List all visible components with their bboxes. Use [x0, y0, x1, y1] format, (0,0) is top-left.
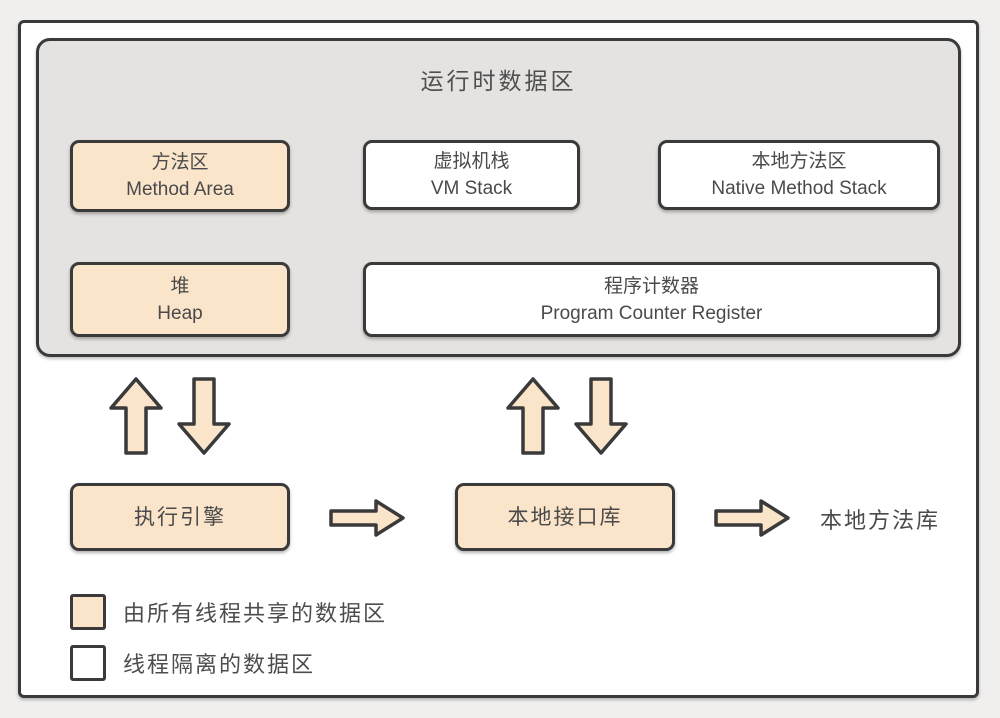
- node-native-method-stack: 本地方法区 Native Method Stack: [658, 140, 940, 210]
- node-native-interface-library: 本地接口库: [455, 483, 675, 551]
- native-method-stack-label-zh: 本地方法区: [751, 151, 847, 172]
- legend-item-shared: 由所有线程共享的数据区: [70, 594, 387, 630]
- shared-swatch-icon: [70, 594, 106, 630]
- pc-register-label-en: Program Counter Register: [540, 302, 763, 324]
- vm-stack-label-en: VM Stack: [430, 178, 513, 199]
- vm-stack-label-zh: 虚拟机栈: [433, 151, 510, 172]
- up-arrow-icon: [108, 376, 164, 456]
- up-arrow-icon: [505, 376, 561, 456]
- method-area-label-en: Method Area: [126, 179, 234, 200]
- legend-isolated-label: 线程隔离的数据区: [123, 652, 316, 677]
- isolated-swatch-icon: [70, 645, 106, 681]
- execution-engine-label: 执行引擎: [134, 505, 226, 529]
- native-interface-library-label: 本地接口库: [507, 505, 623, 529]
- right-arrow-icon: [328, 497, 406, 539]
- down-arrow-icon: [176, 376, 232, 456]
- pc-register-label-zh: 程序计数器: [603, 275, 699, 297]
- legend: 由所有线程共享的数据区 线程隔离的数据区: [70, 594, 387, 696]
- node-pc-register: 程序计数器 Program Counter Register: [363, 262, 940, 337]
- heap-label-zh: 堆: [170, 275, 190, 297]
- node-heap: 堆 Heap: [70, 262, 290, 337]
- native-method-stack-label-en: Native Method Stack: [711, 178, 887, 199]
- node-execution-engine: 执行引擎: [70, 483, 290, 551]
- heap-label-en: Heap: [157, 302, 203, 324]
- method-area-label-zh: 方法区: [151, 152, 209, 173]
- legend-item-isolated: 线程隔离的数据区: [70, 645, 387, 681]
- right-arrow-icon: [713, 497, 791, 539]
- node-vm-stack: 虚拟机栈 VM Stack: [363, 140, 580, 210]
- legend-shared-label: 由所有线程共享的数据区: [123, 601, 388, 626]
- down-arrow-icon: [573, 376, 629, 456]
- runtime-data-area-title: 运行时数据区: [420, 68, 577, 94]
- node-method-area: 方法区 Method Area: [70, 140, 290, 212]
- native-method-library-label: 本地方法库: [820, 508, 941, 533]
